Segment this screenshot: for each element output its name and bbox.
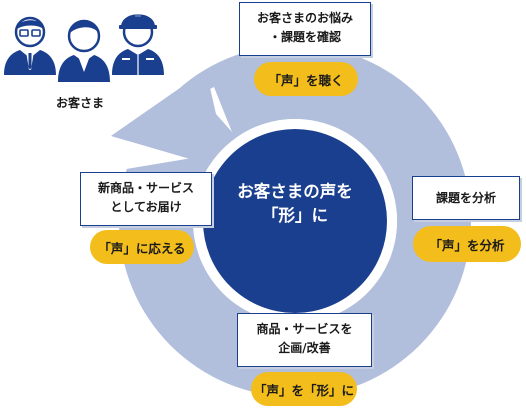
pill-listen: 「声」を聴く [254, 62, 358, 96]
pill-deliver: 「声」に応える [90, 230, 194, 264]
step-deliver-line1: 新商品・サービス [97, 181, 194, 195]
step-analyze-line1: 課題を分析 [435, 191, 496, 205]
cycle-arrow [111, 70, 248, 166]
worker-helmet-icon [112, 9, 164, 75]
core-text-line1: お客さまの声を [237, 182, 353, 201]
step-listen-line2: ・課題を確認 [268, 30, 341, 44]
pill-plan: 「声」を「形」に [251, 372, 357, 406]
step-plan-line2: 企画/改善 [278, 341, 331, 355]
step-deliver-line2: としてお届け [110, 200, 182, 214]
core-text: お客さまの声を 「形」に [205, 180, 385, 228]
step-listen-line1: お客さまのお悩み [256, 11, 353, 25]
core-text-line2: 「形」に [262, 206, 328, 225]
casual-person-icon [58, 19, 110, 82]
businessman-icon [4, 16, 56, 75]
step-box-listen: お客さまのお悩み ・課題を確認 [239, 2, 371, 56]
step-plan-line1: 商品・サービスを [256, 322, 353, 336]
step-box-deliver: 新商品・サービス としてお届け [80, 172, 212, 226]
core-circle [203, 129, 387, 313]
step-box-plan: 商品・サービスを 企画/改善 [237, 313, 372, 367]
customers-label: お客さま [56, 96, 105, 110]
pill-analyze: 「声」を分析 [413, 226, 521, 262]
step-box-analyze: 課題を分析 [412, 176, 520, 220]
